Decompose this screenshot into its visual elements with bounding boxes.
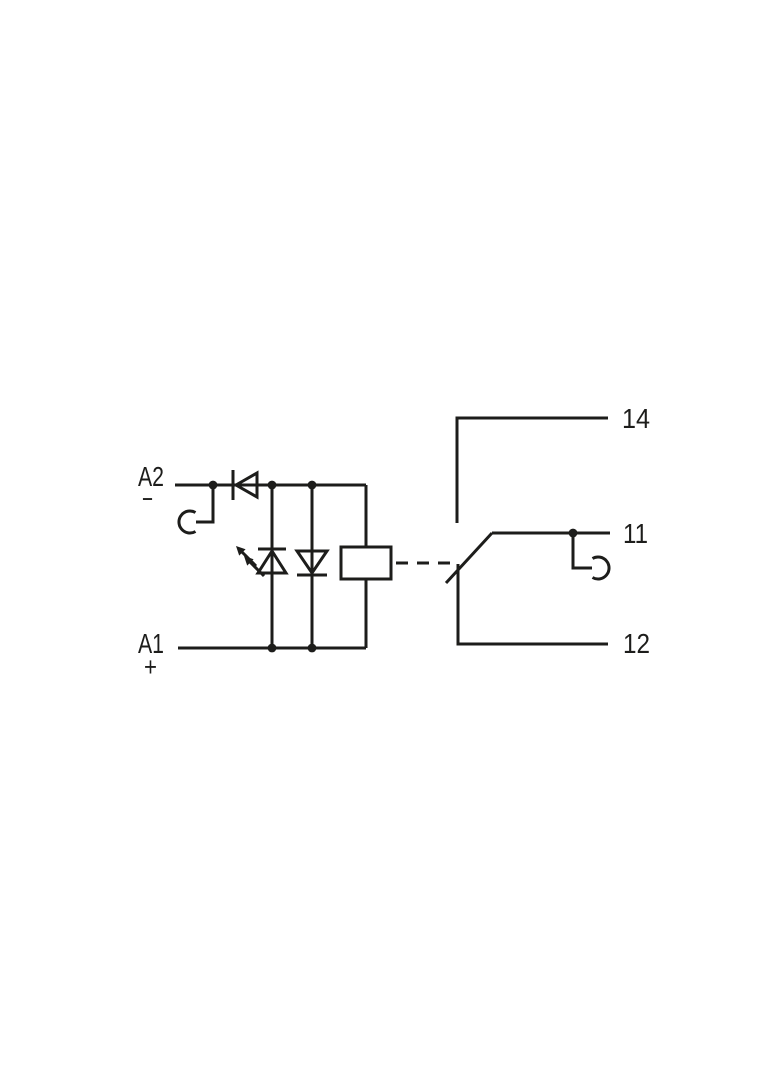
led-indicator-branch: [236, 485, 289, 648]
coil-input-circuit: [175, 470, 393, 653]
changeover-contact-circuit: [444, 416, 611, 646]
terminal-11-label: 11: [623, 518, 648, 549]
relay-coil-branch: [339, 485, 393, 648]
relay-coil-icon: [339, 545, 393, 581]
polarity-minus-label: −: [142, 484, 153, 514]
junction-dot: [307, 480, 317, 490]
junction-dot: [267, 480, 277, 490]
led-arrow-2-head: [244, 556, 254, 566]
polarity-plus-label: +: [144, 652, 157, 682]
led-arrow-1-head: [236, 546, 246, 556]
terminal-a1-label: A1: [138, 628, 164, 659]
junction-dot: [208, 480, 218, 490]
junction-dots: [208, 480, 317, 653]
contact-lever-icon: [444, 531, 494, 585]
clamp-socket-icon: [591, 555, 611, 581]
clamp-socket-icon: [177, 509, 197, 535]
junction-dot: [267, 643, 277, 653]
clamp-branch-wire: [196, 485, 215, 524]
suppressor-diode-branch: [294, 485, 330, 648]
terminal-a2-label: A2: [138, 461, 164, 492]
clamp-contact-a2: [177, 485, 215, 535]
clamp-contact-11: [568, 528, 611, 581]
series-diode: [231, 470, 259, 500]
suppressor-diode-icon: [294, 549, 330, 576]
terminal-12-wire: [456, 564, 608, 646]
terminal-labels: A2 − A1 + 14 11 12: [138, 403, 650, 682]
clamp-branch-wire: [571, 533, 592, 570]
led-emission-arrows: [236, 546, 266, 578]
junction-dot: [307, 643, 317, 653]
terminal-14-wire: [455, 416, 608, 523]
led-icon: [255, 548, 289, 575]
diode-icon: [232, 470, 259, 500]
terminal-14-label: 14: [622, 403, 650, 434]
led-arrow-2: [247, 559, 266, 578]
terminal-12-label: 12: [623, 628, 650, 659]
